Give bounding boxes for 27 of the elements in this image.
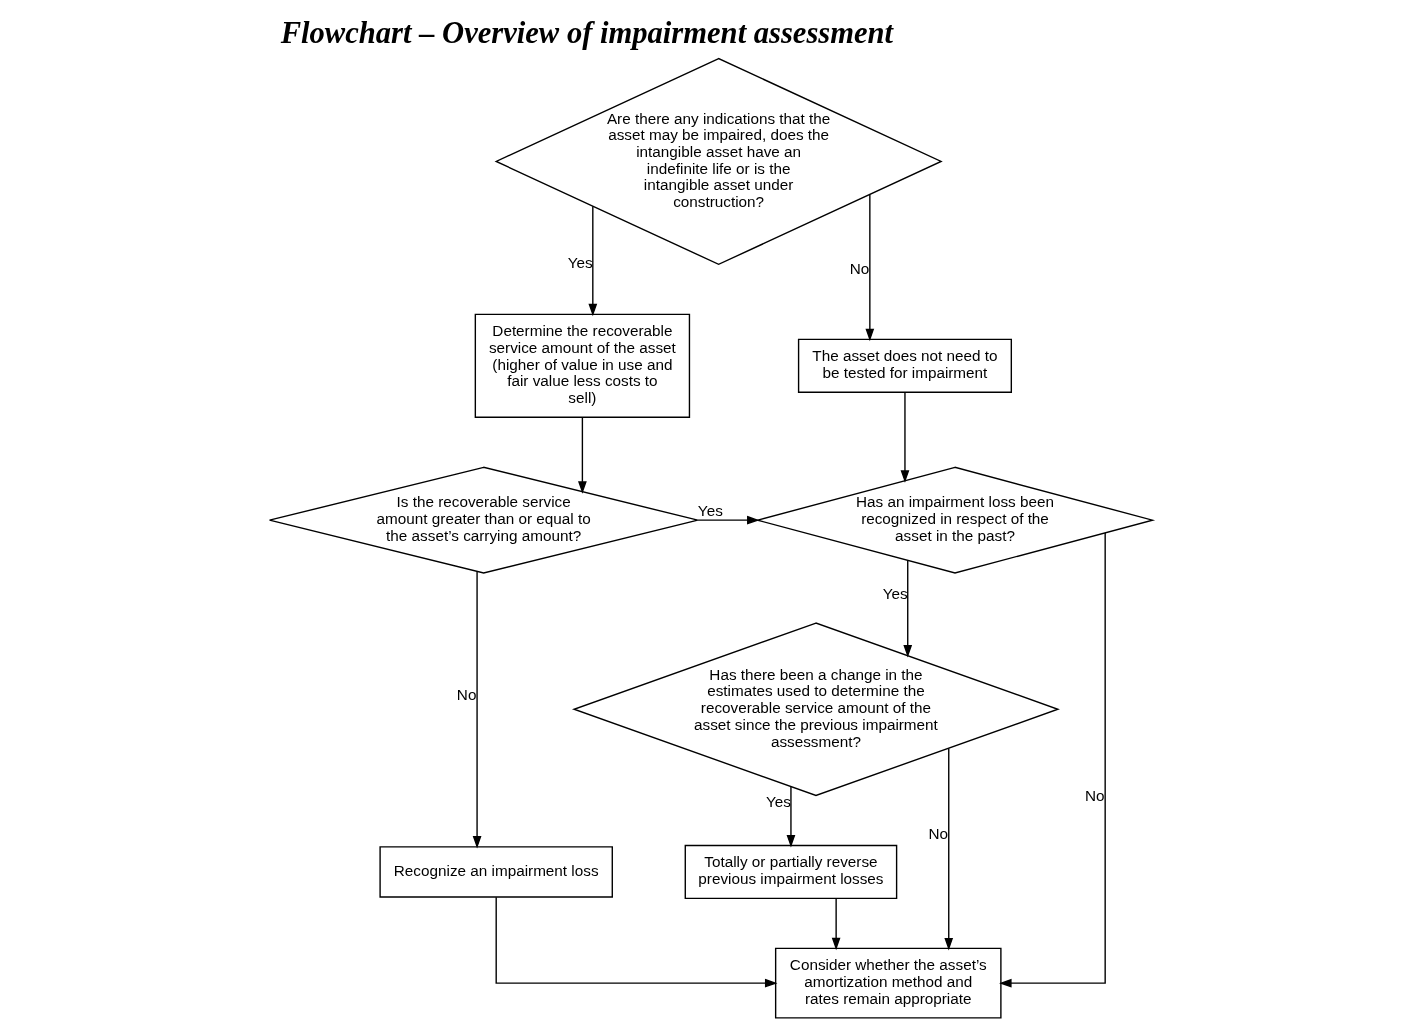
edge-label: No <box>849 260 869 278</box>
edge-label: Yes <box>567 253 593 271</box>
arrow <box>900 391 909 483</box>
edge-label: No <box>456 685 476 703</box>
arrow <box>472 571 481 849</box>
node-box: The asset does not need to be tested for impairment <box>797 338 1012 393</box>
node-diamond: Has there been a change in the estimates used to determine the recoverable service amount of the asset since the previous impairment assessment? <box>571 622 1060 797</box>
arrow <box>864 194 874 342</box>
arrow <box>831 898 841 951</box>
edge-label: Yes <box>697 501 723 519</box>
arrow <box>998 532 1106 988</box>
node-box: Consider whether the asset’s amortization method and rates remain appropriate <box>774 947 1002 1019</box>
arrow <box>696 515 760 525</box>
node-box: Determine the recoverable service amount of the asset (higher of value in use and fair value less costs to sell) <box>474 313 690 418</box>
arrow <box>577 416 587 494</box>
node-diamond: Is the recoverable service amount greater than or equal to the asset’s carrying amount? <box>268 466 698 574</box>
arrow <box>902 560 912 658</box>
node-box: Recognize an impairment loss <box>378 846 613 898</box>
arrow <box>587 205 597 317</box>
node-box: Totally or partially reverse previous impairment losses <box>684 844 897 900</box>
diagram-title: Flowchart – Overview of impairment assessment <box>280 15 893 50</box>
edge-label: No <box>1084 786 1105 804</box>
edge-label: Yes <box>882 584 908 602</box>
arrow <box>943 747 953 951</box>
arrow <box>495 896 777 988</box>
arrow <box>786 786 795 848</box>
edge-label: No <box>928 825 948 843</box>
